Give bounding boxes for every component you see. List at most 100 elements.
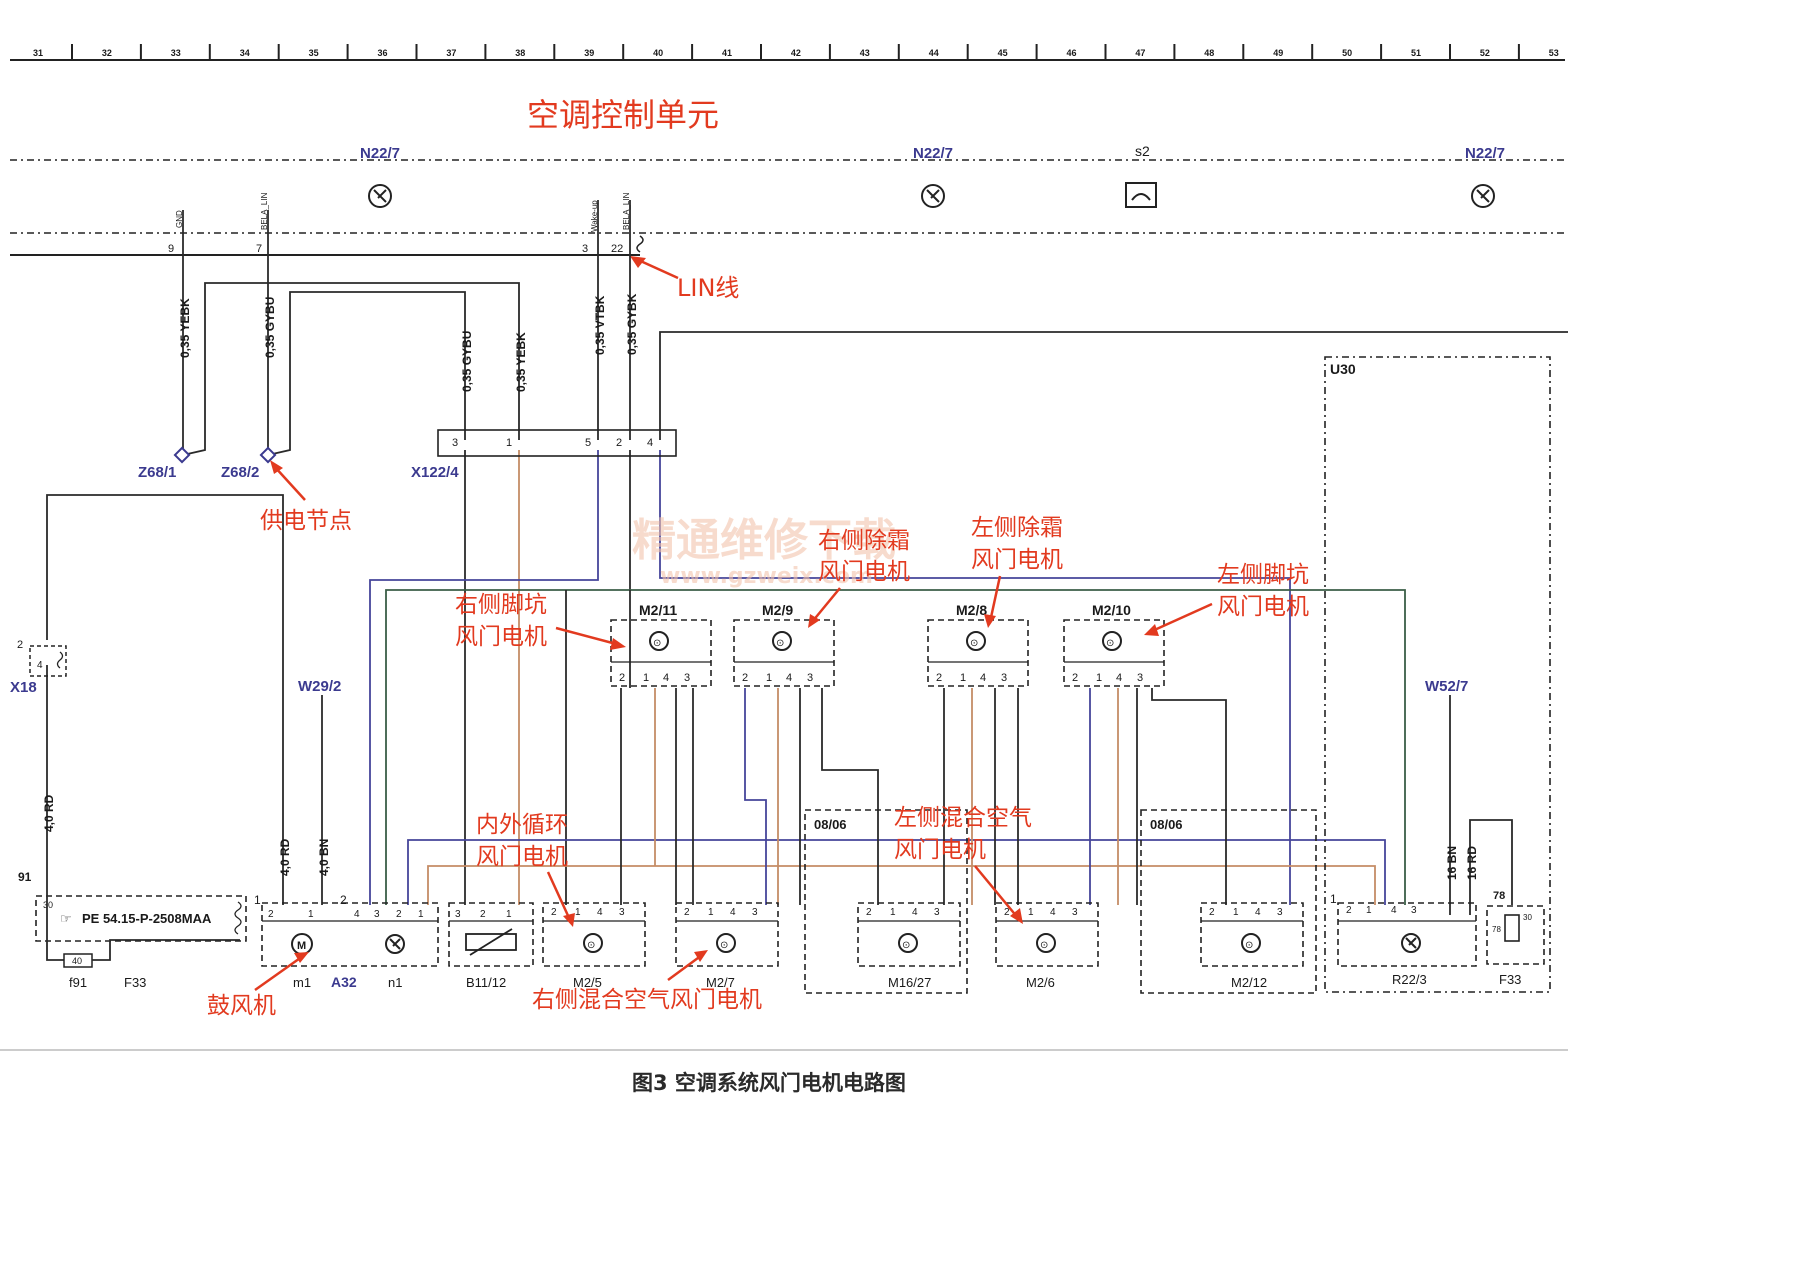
control-unit-symbol-a — [368, 184, 392, 208]
a32-pin-2a: 2 — [268, 909, 274, 920]
motor-pin: 1 — [708, 907, 714, 918]
b11-pin-3: 3 — [455, 909, 461, 920]
sensor-b11-12: 3 2 1 B11/12 — [448, 902, 534, 990]
arrowhead-left-mix — [1010, 908, 1023, 924]
label-n1: n1 — [388, 975, 402, 990]
wire-label-6: 0,35 GYBK — [625, 293, 639, 355]
arrow-left-foot — [1149, 602, 1213, 634]
annotation-left-foot-2: 风门电机 — [1217, 594, 1309, 620]
ruler-label: 41 — [722, 48, 732, 58]
motor-pin: 4 — [1255, 907, 1261, 918]
motor-label: M2/5 — [573, 975, 602, 990]
svg-text:⊙: ⊙ — [720, 940, 728, 951]
label-r22-3: R22/3 — [1392, 972, 1427, 987]
motor-pin: 3 — [1001, 672, 1007, 684]
ruler-label: 52 — [1480, 48, 1490, 58]
arrow-recirc — [546, 871, 572, 921]
control-unit-title: 空调控制单元 — [527, 96, 719, 134]
label-08-06-left: 08/06 — [814, 817, 847, 832]
annotation-recirc-2: 风门电机 — [476, 844, 568, 870]
annotation-blower: 鼓风机 — [207, 993, 276, 1019]
pin-1-right: 1 — [1330, 892, 1337, 906]
motor-pin: 3 — [684, 672, 690, 684]
motor-pin: 2 — [1209, 907, 1215, 918]
ruler-label: 51 — [1411, 48, 1421, 58]
pin-wakeup: Wake-up — [590, 200, 599, 232]
x122-pin-1: 1 — [506, 437, 512, 449]
svg-text:⊙: ⊙ — [1106, 638, 1114, 649]
svg-text:⊙: ⊙ — [1040, 940, 1048, 951]
f33-pin-91: 91 — [18, 870, 32, 884]
annotation-right-foot-1: 右侧脚坑 — [455, 592, 547, 618]
label-f91: f91 — [69, 975, 87, 990]
arrow-left-mix — [974, 865, 1019, 919]
wire-label-10: 16 BN — [1445, 846, 1459, 880]
a32-pin-1: 1 — [308, 909, 314, 920]
svg-text:⊙: ⊙ — [902, 940, 910, 951]
motor-label: M2/11 — [639, 602, 677, 618]
ruler-label: 49 — [1273, 48, 1283, 58]
annotation-right-mix: 右侧混合空气风门电机 — [532, 987, 762, 1013]
svg-text:⊙: ⊙ — [587, 940, 595, 951]
wire-label-1: 0,35 YEBK — [178, 298, 192, 358]
ruler-label: 37 — [446, 48, 456, 58]
pin-bela-lin-2: BELA_LIN — [622, 192, 631, 230]
annotation-recirc-1: 内外循环 — [476, 812, 568, 838]
motor-pin: 4 — [597, 907, 603, 918]
f33b-pin-78: 78 — [1492, 925, 1501, 934]
motor-pin: 1 — [1233, 907, 1239, 918]
ruler-label: 45 — [998, 48, 1008, 58]
a32-pin-3: 3 — [374, 909, 380, 920]
motor-pin: 3 — [752, 907, 758, 918]
label-x122-4: X122/4 — [411, 464, 459, 481]
wire-label-8: 4,0 RD — [278, 838, 292, 876]
r22-pin-2: 2 — [1346, 905, 1352, 916]
motor-pin: 2 — [936, 672, 942, 684]
arrow-blower — [254, 954, 304, 992]
motor-pin: 3 — [1137, 672, 1143, 684]
motor-pin: 1 — [960, 672, 966, 684]
fuse-40-label: 40 — [72, 956, 82, 966]
arrow-left-def — [988, 575, 1002, 623]
arrowhead-supply — [270, 460, 283, 474]
a32-pin-2c: 2 — [396, 909, 402, 920]
motor-pin: 2 — [619, 672, 625, 684]
motor-pin: 4 — [730, 907, 736, 918]
wire-labels: 0,35 YEBK 0,35 GYBU 0,35 GYBU 0,35 YEBK … — [42, 293, 1479, 880]
motor-label: M2/9 — [762, 602, 793, 618]
motor-label: M2/8 — [956, 602, 987, 618]
ruler-label: 36 — [378, 48, 388, 58]
annotation-left-def-2: 风门电机 — [971, 547, 1063, 573]
motor-pin: 3 — [934, 907, 940, 918]
module-u30 — [1324, 356, 1551, 993]
x122-pin-5: 5 — [585, 437, 591, 449]
arrow-right-foot — [555, 626, 621, 647]
wire-label-4: 0,35 YEBK — [514, 332, 528, 392]
pin-1-left: 1 — [254, 893, 261, 907]
motor-label: M2/6 — [1026, 975, 1055, 990]
svg-text:M: M — [297, 940, 306, 952]
blower-module-a32: M 2 1 2 4 3 2 1 m1 A32 n1 — [261, 893, 439, 990]
x122-pin-4: 4 — [647, 437, 653, 449]
annotation-left-mix-2: 风门电机 — [894, 837, 986, 863]
arrow-right-mix — [667, 953, 703, 982]
motor-pin: 1 — [890, 907, 896, 918]
annotation-supply-node: 供电节点 — [260, 508, 352, 534]
svg-text:⊙: ⊙ — [653, 638, 661, 649]
motor-label: M2/7 — [706, 975, 735, 990]
svg-text:⊙: ⊙ — [1245, 940, 1253, 951]
motor-pin: 2 — [684, 907, 690, 918]
f33-icon: ☞ — [60, 911, 72, 926]
x18-pin-4: 4 — [37, 660, 43, 671]
svg-text:⊙: ⊙ — [776, 638, 784, 649]
arrowhead-recirc — [563, 913, 575, 927]
ruler-label: 34 — [240, 48, 250, 58]
motor-pin: 4 — [786, 672, 792, 684]
wiring — [46, 255, 1568, 915]
ruler-label: 46 — [1067, 48, 1077, 58]
arrow-right-def — [811, 587, 841, 623]
label-w52-7: W52/7 — [1425, 678, 1468, 695]
annotation-right-foot-2: 风门电机 — [455, 624, 547, 650]
